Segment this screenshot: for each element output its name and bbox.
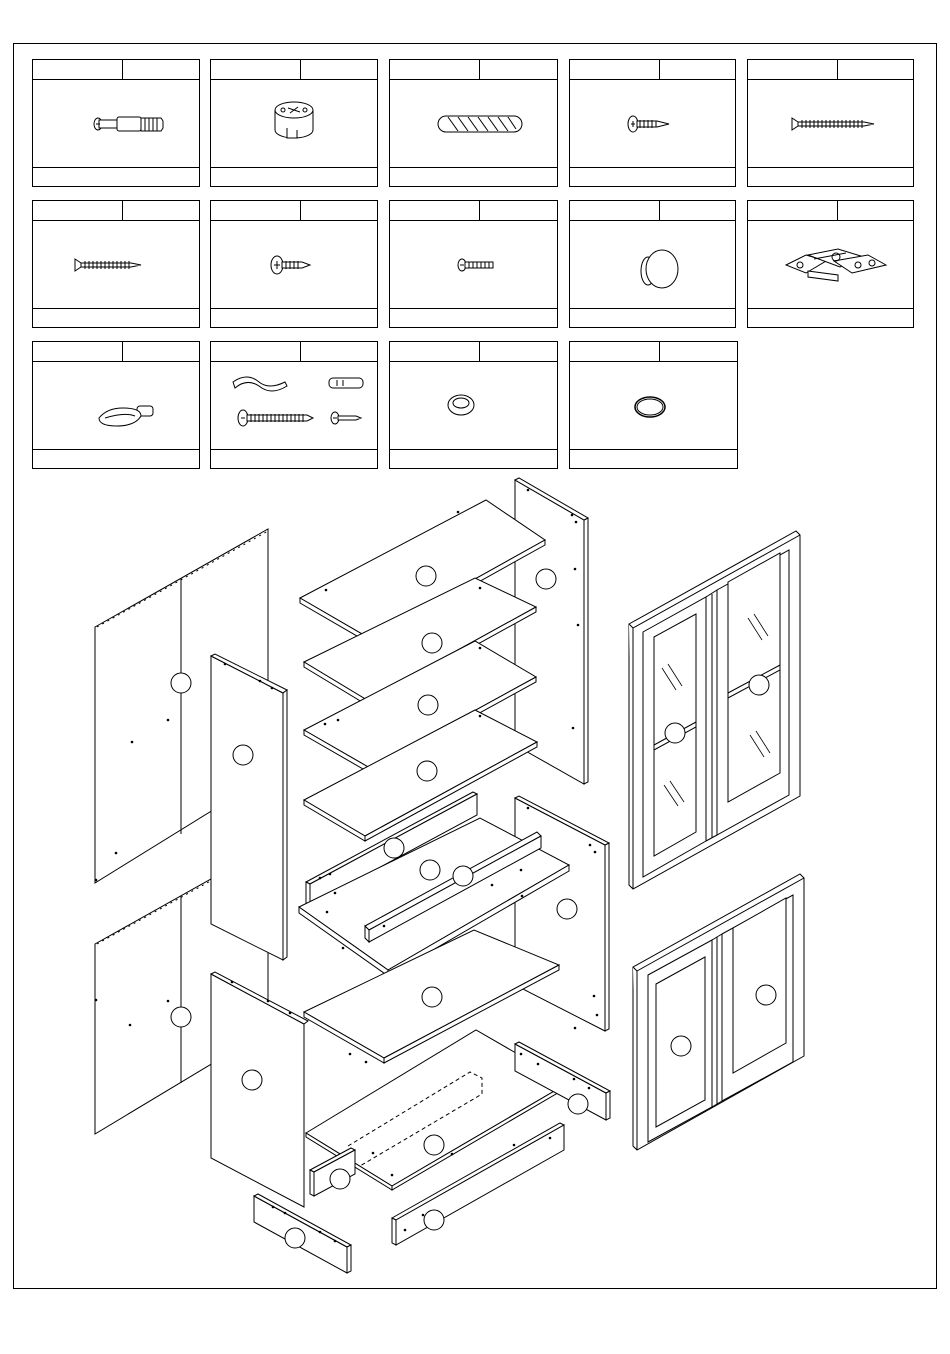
part-marker-middle-panel bbox=[420, 860, 440, 880]
hole-dot bbox=[404, 1229, 407, 1232]
glass-door-pair bbox=[629, 531, 800, 889]
part-marker-glass-door-pair bbox=[749, 675, 769, 695]
side-panel-left-upper bbox=[211, 654, 287, 960]
part-marker-fixed-shelf bbox=[422, 987, 442, 1007]
hole-dot bbox=[479, 647, 482, 650]
hole-dot bbox=[521, 895, 524, 898]
part-marker-side-panel-right-lower bbox=[557, 899, 577, 919]
hole-dot bbox=[527, 807, 530, 810]
part-marker-lower-door-left bbox=[671, 1036, 691, 1056]
hole-dot bbox=[372, 1152, 375, 1155]
hole-dot bbox=[342, 947, 345, 950]
hole-dot bbox=[325, 589, 328, 592]
hole-dot bbox=[572, 727, 575, 730]
hole-dot bbox=[479, 587, 482, 590]
hole-dot bbox=[383, 925, 386, 928]
hole-dot bbox=[391, 1174, 394, 1177]
hole-dot bbox=[588, 1087, 591, 1090]
hole-dot bbox=[513, 1144, 516, 1147]
hole-dot bbox=[231, 981, 234, 984]
hole-dot bbox=[571, 514, 574, 517]
hole-dot bbox=[577, 624, 580, 627]
hole-dot bbox=[451, 1153, 454, 1156]
hole-dot bbox=[259, 680, 262, 683]
hole-dot bbox=[574, 1027, 577, 1030]
part-marker-shelf-1 bbox=[422, 633, 442, 653]
hole-dot bbox=[284, 1212, 287, 1215]
hole-dot bbox=[527, 489, 530, 492]
hole-dot bbox=[267, 1000, 270, 1003]
hole-dot bbox=[596, 1014, 599, 1017]
hole-dot bbox=[589, 844, 592, 847]
hole-dot bbox=[574, 568, 577, 571]
hole-dot bbox=[95, 999, 98, 1002]
hole-dot bbox=[326, 911, 329, 914]
hole-dot bbox=[537, 1063, 540, 1066]
hole-dot bbox=[95, 879, 98, 882]
hole-dot bbox=[575, 521, 578, 524]
hole-dot bbox=[329, 873, 332, 876]
part-marker-rear-rail bbox=[568, 1094, 588, 1114]
hole-dot bbox=[491, 884, 494, 887]
hole-dot bbox=[422, 1214, 425, 1217]
part-marker-rail-upper bbox=[384, 838, 404, 858]
hole-dot bbox=[457, 511, 460, 514]
hole-dot bbox=[365, 1061, 368, 1064]
hole-dot bbox=[115, 852, 118, 855]
hole-dot bbox=[224, 663, 227, 666]
hole-dot bbox=[334, 892, 337, 895]
hole-dot bbox=[479, 715, 482, 718]
part-marker-shelf-3 bbox=[417, 761, 437, 781]
part-marker-plinth-left bbox=[285, 1228, 305, 1248]
part-marker-plinth-right bbox=[424, 1210, 444, 1230]
hole-dot bbox=[573, 1078, 576, 1081]
hole-dot bbox=[319, 1231, 322, 1234]
hole-dot bbox=[271, 687, 274, 690]
side-panel-left-lower bbox=[211, 972, 308, 1207]
part-marker-top-panel bbox=[416, 566, 436, 586]
part-marker-bottom-panel bbox=[424, 1135, 444, 1155]
hole-dot bbox=[337, 719, 340, 722]
hole-dot bbox=[594, 851, 597, 854]
hole-dot bbox=[319, 877, 322, 880]
hole-dot bbox=[272, 1206, 275, 1209]
part-marker-back-panel-upper bbox=[171, 673, 191, 693]
hole-dot bbox=[593, 995, 596, 998]
part-marker-center-rail bbox=[453, 866, 473, 886]
part-marker-shelf-2 bbox=[418, 695, 438, 715]
part-marker-back-panel-lower bbox=[171, 1007, 191, 1027]
hole-dot bbox=[549, 1137, 552, 1140]
hole-dot bbox=[520, 869, 523, 872]
part-marker-side-panel-right-upper bbox=[536, 569, 556, 589]
part-marker-side-panel-left-upper bbox=[233, 745, 253, 765]
hole-dot bbox=[349, 1053, 352, 1056]
hole-dot bbox=[289, 1012, 292, 1015]
hole-dot bbox=[324, 723, 327, 726]
part-marker-front-plinth bbox=[330, 1169, 350, 1189]
hole-dot bbox=[334, 1240, 337, 1243]
hole-dot bbox=[131, 741, 134, 744]
hole-dot bbox=[129, 1024, 132, 1027]
part-marker-side-panel-left-lower bbox=[242, 1070, 262, 1090]
part-marker-glass-door-left-marker bbox=[665, 723, 685, 743]
lower-doors bbox=[633, 874, 804, 1150]
part-marker-lower-door-right bbox=[756, 985, 776, 1005]
hole-dot bbox=[167, 719, 170, 722]
hole-dot bbox=[520, 1053, 523, 1056]
hole-dot bbox=[167, 1000, 170, 1003]
